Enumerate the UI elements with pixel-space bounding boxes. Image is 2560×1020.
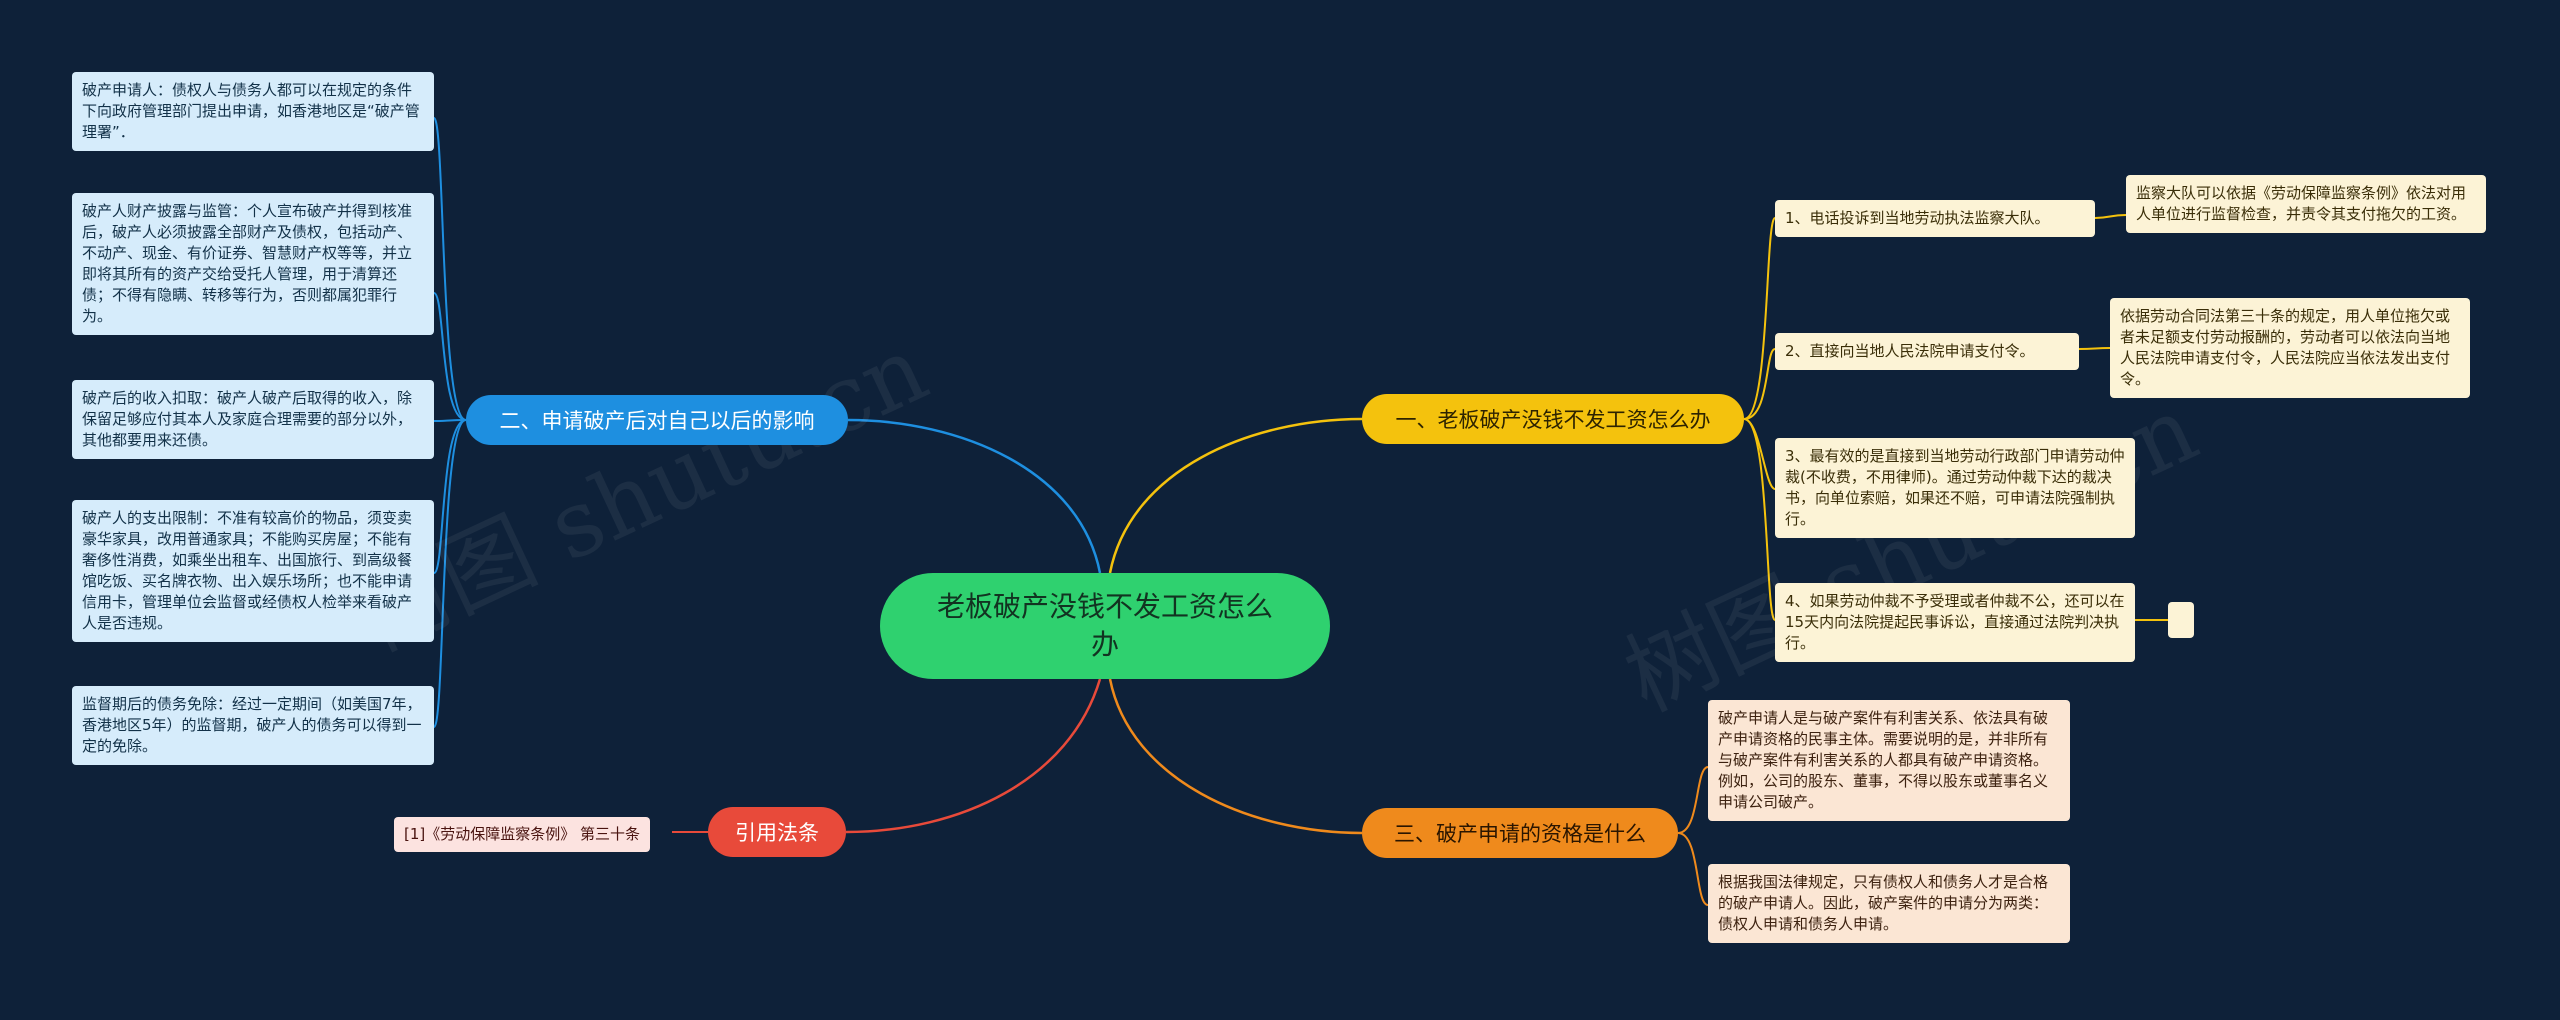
leaf-qualification-1[interactable]: 破产申请人是与破产案件有利害关系、依法具有破产申请资格的民事主体。需要说明的是，… (1708, 700, 2070, 821)
leaf-impact-3[interactable]: 破产后的收入扣取：破产人破产后取得的收入，除保留足够应付其本人及家庭合理需要的部… (72, 380, 434, 459)
root-topic[interactable]: 老板破产没钱不发工资怎么办 (880, 573, 1330, 679)
leaf-solution-4[interactable]: 4、如果劳动仲裁不予受理或者仲裁不公，还可以在15天内向法院提起民事诉讼，直接通… (1775, 583, 2135, 662)
leaf-impact-5[interactable]: 监督期后的债务免除：经过一定期间（如美国7年，香港地区5年）的监督期，破产人的债… (72, 686, 434, 765)
link-blue-b2 (433, 292, 467, 421)
link-root-blue (847, 418, 1102, 574)
leaf-solution-4-empty-child[interactable] (2168, 602, 2194, 638)
link-y2-s2 (2078, 347, 2111, 350)
leaf-cited-law-1[interactable]: [1]《劳动保障监察条例》 第三十条 (394, 817, 651, 852)
link-yellow-y4 (1743, 418, 1776, 621)
link-blue-b4 (433, 419, 467, 574)
link-orange-o2 (1677, 832, 1709, 906)
branch-cited-laws[interactable]: 引用法条 (708, 807, 846, 857)
branch-impact-after-bankruptcy[interactable]: 二、申请破产后对自己以后的影响 (466, 395, 848, 445)
leaf-impact-2[interactable]: 破产人财产披露与监管：个人宣布破产并得到核准后，破产人必须披露全部财产及债权，包… (72, 193, 434, 335)
leaf-solution-2[interactable]: 2、直接向当地人民法院申请支付令。 (1775, 333, 2079, 370)
leaf-impact-1[interactable]: 破产申请人：债权人与债务人都可以在规定的条件下向政府管理部门提出申请，如香港地区… (72, 72, 434, 151)
link-blue-b1 (433, 117, 467, 421)
link-root-orange (1108, 678, 1363, 835)
link-root-red (845, 678, 1102, 834)
link-orange-o1 (1677, 766, 1709, 834)
leaf-solution-2-detail[interactable]: 依据劳动合同法第三十条的规定，用人单位拖欠或者未足额支付劳动报酬的，劳动者可以依… (2110, 298, 2470, 398)
link-y1-s1 (2094, 214, 2127, 219)
link-blue-b5 (433, 419, 467, 728)
branch-bankruptcy-qualification[interactable]: 三、破产申请的资格是什么 (1362, 808, 1678, 858)
link-root-yellow (1108, 417, 1363, 574)
leaf-solution-1-detail[interactable]: 监察大队可以依据《劳动保障监察条例》依法对用人单位进行监督检查，并责令其支付拖欠… (2126, 175, 2486, 233)
link-yellow-y1 (1743, 217, 1776, 420)
leaf-qualification-2[interactable]: 根据我国法律规定，只有债权人和债务人才是合格的破产申请人。因此，破产案件的申请分… (1708, 864, 2070, 943)
leaf-impact-4[interactable]: 破产人的支出限制：不准有较高价的物品，须变卖豪华家具，改用普通家具；不能购买房屋… (72, 500, 434, 642)
branch-unpaid-wages-solutions[interactable]: 一、老板破产没钱不发工资怎么办 (1362, 394, 1744, 444)
leaf-solution-3[interactable]: 3、最有效的是直接到当地劳动行政部门申请劳动仲裁(不收费，不用律师)。通过劳动仲… (1775, 438, 2135, 538)
link-yellow-y2 (1743, 348, 1776, 420)
leaf-solution-1[interactable]: 1、电话投诉到当地劳动执法监察大队。 (1775, 200, 2095, 237)
